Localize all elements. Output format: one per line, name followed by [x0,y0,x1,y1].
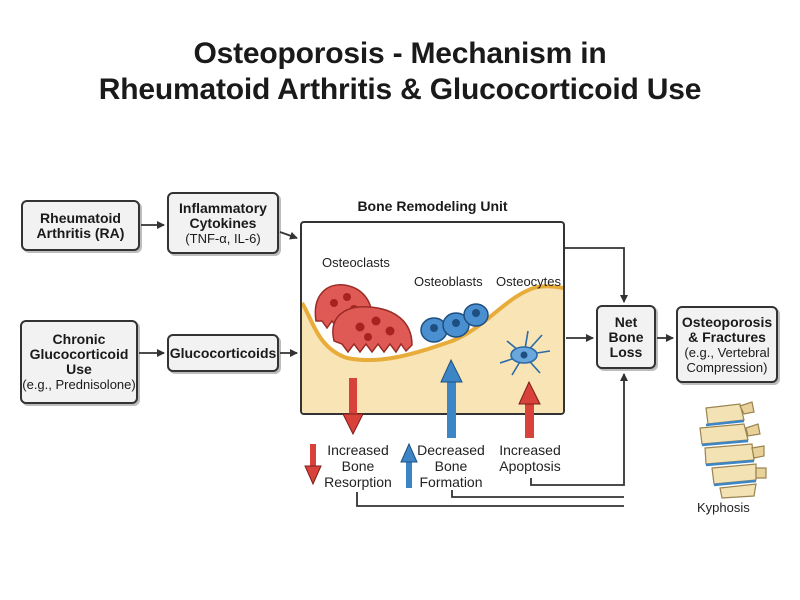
chronic-gc-line-4: (e.g., Prednisolone) [22,377,136,392]
apoptosis-line-2: Apoptosis [499,458,561,474]
chronic-gc-line-3: Use [66,361,92,377]
ra-box: Rheumatoid Arthritis (RA) [21,200,140,251]
outcome-line-1: Osteoporosis [681,313,773,330]
arrow-unit-top-to-net-loss [565,247,628,303]
osteoclast-cell-2 [332,306,413,354]
arrow-cytokines-to-unit [279,231,298,240]
osteoclasts-label: Osteoclasts [322,255,390,270]
glucocorticoids-box: Glucocorticoids [167,334,279,372]
osteoporosis-fractures-box: Osteoporosis & Fractures (e.g., Vertebra… [676,306,778,383]
increased-apoptosis-label: Increased Apoptosis [494,442,566,474]
outcome-line-4: Compression) [686,359,768,375]
net-loss-line-2: Bone [608,328,644,345]
osteocyte-cell [499,330,551,376]
increased-resorption-label: Increased Bone Resorption [318,442,398,490]
bone-matrix [302,286,563,413]
title-line-1: Osteoporosis - Mechanism in [193,37,607,70]
bone-remodeling-illustration [302,284,563,413]
net-loss-line-1: Net [614,313,638,330]
feedback-line-resorption [356,492,624,507]
bone-remodeling-unit-title: Bone Remodeling Unit [357,198,508,214]
net-loss-line-3: Loss [609,343,643,360]
bone-surface-line [302,284,563,363]
title-line-2: Rheumatoid Arthritis & Glucocorticoid Us… [98,73,702,106]
resorption-line-2: Bone [341,458,375,474]
bone-remodeling-unit: Osteoclasts Osteoblasts Osteocytes [300,221,565,415]
spine-vertebrae-icon [699,401,767,499]
outcome-line-2: & Fractures [688,328,766,345]
chronic-gc-line-1: Chronic [52,331,106,347]
decreased-formation-label: Decreased Bone Formation [414,442,488,490]
formation-line-3: Formation [419,474,483,490]
feedback-line-formation [451,490,624,498]
glucocorticoids-label: Glucocorticoids [169,344,277,361]
cytokines-line-2: Cytokines [189,214,257,231]
resorption-line-1: Increased [327,442,389,458]
ra-line-2: Arthritis (RA) [36,224,125,241]
osteocytes-label: Osteocytes [496,274,562,289]
net-bone-loss-box: Net Bone Loss [596,305,656,369]
resorption-line-3: Resorption [324,474,392,490]
ra-line-1: Rheumatoid [40,209,121,226]
osteoblast-cells [420,303,489,343]
cytokines-box: Inflammatory Cytokines (TNF-α, IL-6) [167,192,279,254]
osteoblasts-label: Osteoblasts [414,274,483,289]
apoptosis-line-1: Increased [499,442,561,458]
formation-line-1: Decreased [417,442,485,458]
formation-line-2: Bone [434,458,468,474]
kyphosis-label: Kyphosis [697,500,750,515]
chronic-gc-line-2: Glucocorticoid [29,346,129,362]
cytokines-line-3: (TNF-α, IL-6) [185,230,261,246]
cytokines-line-1: Inflammatory [179,199,267,216]
chronic-gc-box: Chronic Glucocorticoid Use (e.g., Predni… [20,320,138,404]
outcome-line-3: (e.g., Vertebral [684,344,770,360]
